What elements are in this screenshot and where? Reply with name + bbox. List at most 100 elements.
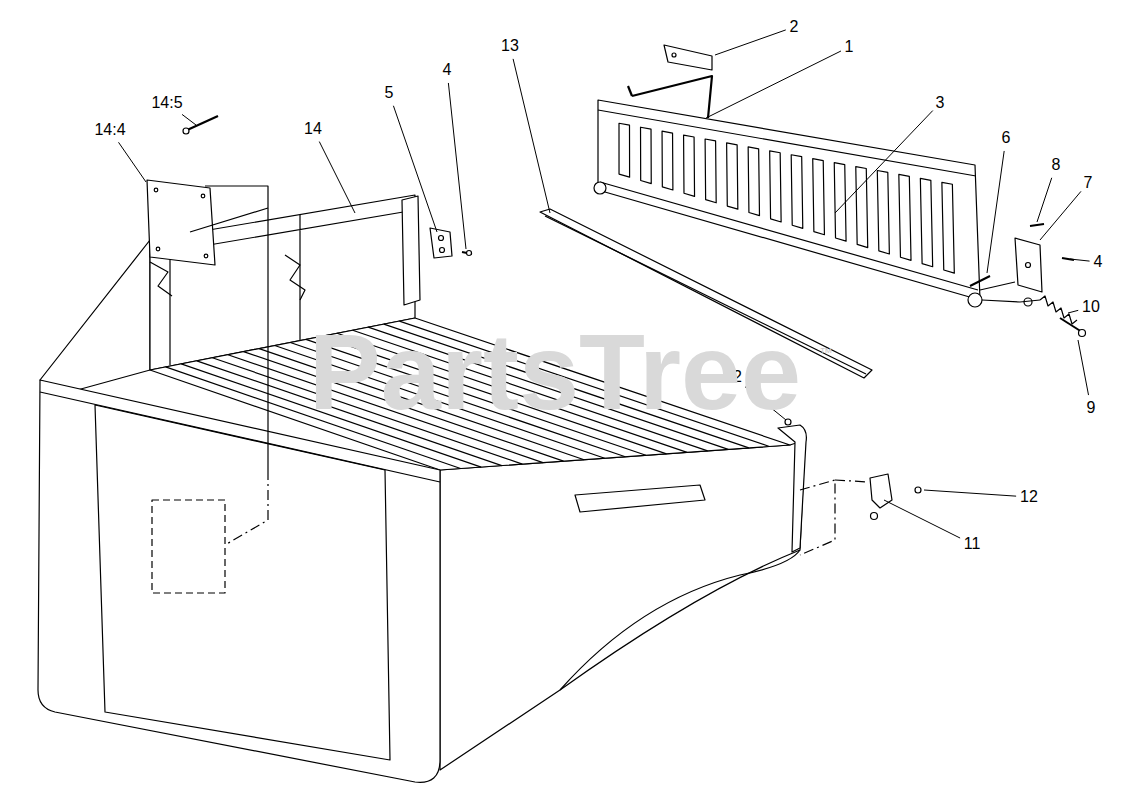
decal-parts: [147, 116, 268, 545]
label-anchor: 2: [790, 18, 799, 36]
callout-number: 6: [1002, 129, 1011, 147]
decal-guide-line: [190, 208, 268, 232]
watermark-text: PartsTree: [309, 317, 801, 427]
tailgate-slot: [942, 182, 954, 273]
callout-number: 2: [790, 18, 799, 36]
rivet-head: [183, 128, 189, 134]
tailgate-slot: [619, 123, 630, 177]
callout-number: 11: [964, 535, 981, 553]
corner-post: [402, 196, 420, 305]
decal-guide-line: [205, 186, 268, 470]
decal-hole: [156, 247, 160, 251]
hinge-plate: [1015, 238, 1042, 292]
bracket-hole: [672, 53, 676, 57]
callout-number: 14: [304, 120, 322, 138]
callout-number: 4: [443, 61, 452, 79]
decal-location: [152, 500, 225, 593]
nut: [871, 513, 878, 520]
tailgate-slot: [662, 131, 673, 190]
latch-bracket: [664, 45, 712, 70]
leader-line: [1070, 259, 1090, 261]
bolt: [1060, 318, 1082, 332]
bolt-head: [1079, 330, 1086, 337]
leader-line: [924, 490, 1016, 496]
callout-number: 12: [1020, 488, 1038, 506]
bracket-hole: [439, 236, 444, 241]
label-anchor: PartsTree: [309, 317, 801, 427]
tailgate-slot: [748, 147, 759, 216]
tailgate-roller: [968, 293, 982, 307]
side-curve: [560, 550, 800, 690]
front-recess: [95, 405, 390, 760]
decal-hole: [201, 194, 205, 198]
back-wall-notch: [150, 255, 305, 300]
leader-line: [1068, 310, 1078, 313]
tailgate-slot: [877, 171, 889, 254]
callout-number: 5: [385, 84, 394, 102]
leader-line: [513, 59, 550, 213]
tailgate-slot: [813, 159, 825, 235]
leader-line: [715, 30, 786, 55]
tailgate-slot: [641, 127, 652, 183]
right-end-cap: [778, 425, 806, 552]
callout-number: 1: [845, 38, 854, 56]
label-anchor: ™: [820, 346, 833, 360]
label-anchor: 13: [501, 37, 519, 55]
tailgate-slots: [619, 123, 954, 273]
pin: [970, 276, 990, 286]
screw: [1030, 224, 1044, 226]
callout-number: 14:5: [151, 94, 182, 112]
label-anchor: 10: [1082, 298, 1100, 316]
rivet: [185, 116, 218, 131]
label-anchor: 4: [443, 61, 452, 79]
label-anchor: 1: [845, 38, 854, 56]
callout-number: 8: [1052, 156, 1061, 174]
plate-hole: [1026, 263, 1031, 268]
label-anchor: 6: [1002, 129, 1011, 147]
tailgate-slot: [727, 143, 738, 209]
leader-line: [1040, 191, 1081, 240]
label-anchor: 14:4: [94, 121, 125, 139]
latch-rod-end: [628, 86, 632, 96]
leader-line: [119, 142, 146, 182]
leader-line: [1037, 178, 1052, 222]
bracket-hole: [440, 248, 445, 253]
decal-plate: [147, 180, 215, 265]
leader-line: [182, 114, 196, 125]
leader-line: [393, 106, 437, 232]
leader-line: [448, 83, 466, 249]
callout-number: 3: [936, 94, 945, 112]
label-anchor: 4: [1094, 253, 1103, 271]
label-anchor: 14:5: [151, 94, 182, 112]
tailgate-top-bar: [598, 110, 978, 290]
hinge-bracket: [430, 228, 452, 258]
screw-head: [915, 487, 921, 493]
tailgate-slot: [705, 139, 716, 203]
tailgate-slot: [856, 167, 868, 248]
leader-line: [987, 151, 1004, 273]
leader-line: [1078, 340, 1089, 395]
tailgate-slot: [834, 163, 846, 242]
tailgate-slot: [899, 174, 911, 260]
tailgate-parts: [594, 45, 1086, 555]
callout-number: 14:4: [94, 121, 125, 139]
decal-guide-line: [225, 470, 268, 545]
tailgate-roller: [594, 182, 606, 194]
assembly-line: [800, 480, 868, 555]
label-anchor: 5: [385, 84, 394, 102]
left-wall: [40, 240, 150, 392]
callout-number: 13: [501, 37, 519, 55]
label-anchor: 9: [1087, 399, 1096, 417]
leader-line: [319, 142, 355, 213]
label-anchor: 7: [1084, 174, 1093, 192]
body-lower-side: [440, 440, 805, 770]
label-anchor: 8: [1052, 156, 1061, 174]
callout-number: 4: [1094, 253, 1103, 271]
callout-number: 7: [1084, 174, 1093, 192]
callout-number: 9: [1087, 399, 1096, 417]
trademark-mark: ™: [820, 346, 833, 360]
leader-line: [884, 500, 960, 538]
decal-hole: [204, 254, 208, 258]
decal-hole: [154, 188, 158, 192]
